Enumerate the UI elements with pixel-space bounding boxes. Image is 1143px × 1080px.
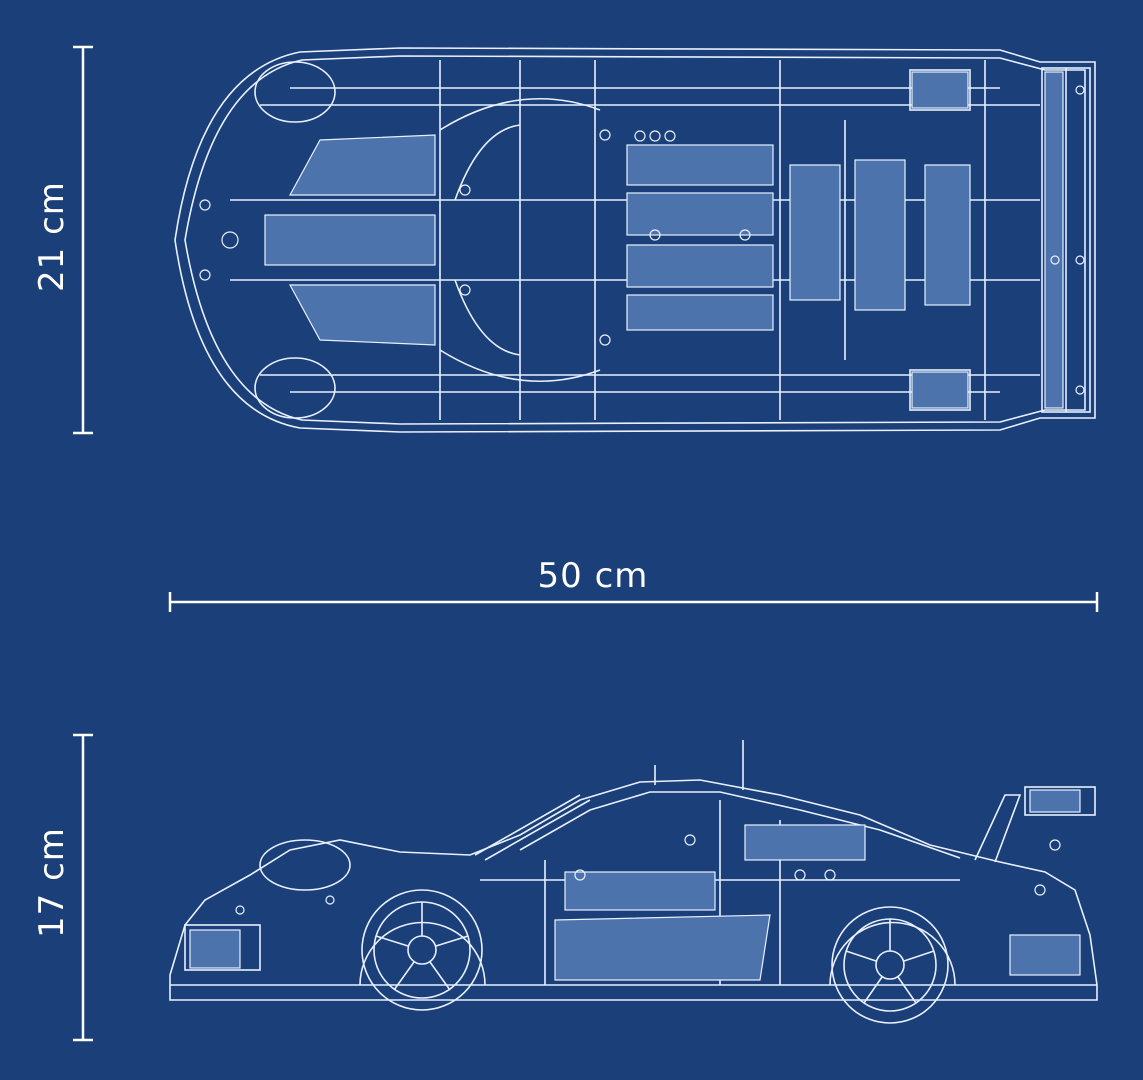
top-view-panel — [911, 71, 969, 109]
top-view-panel — [626, 192, 774, 236]
rear-wheel — [831, 906, 949, 1024]
side-view-panel — [554, 914, 771, 981]
top-view-panel — [626, 244, 774, 288]
top-view-panel — [789, 164, 841, 301]
top-view-panel — [288, 134, 436, 196]
side-view-outline — [169, 779, 1098, 1001]
front-wheel — [361, 889, 483, 1011]
top-view-panel — [854, 159, 906, 311]
top-view-panel — [1044, 71, 1064, 409]
side-view-panel — [744, 824, 866, 861]
top-view-panel — [911, 371, 969, 409]
top-view-panel — [924, 164, 971, 306]
side-view-panel — [1029, 789, 1081, 813]
top-view-panel — [288, 284, 436, 346]
side-view-panel — [1009, 934, 1081, 976]
top-view-outline — [174, 47, 1096, 433]
side-view-wing-strut — [974, 794, 1022, 863]
side-view-panel — [189, 929, 241, 969]
top-view-panel — [626, 294, 774, 331]
dimension-label-length: 50 cm — [537, 556, 649, 596]
side-view-panel — [564, 871, 716, 911]
side-view-wing — [1024, 786, 1096, 816]
top-view-panel — [626, 144, 774, 186]
